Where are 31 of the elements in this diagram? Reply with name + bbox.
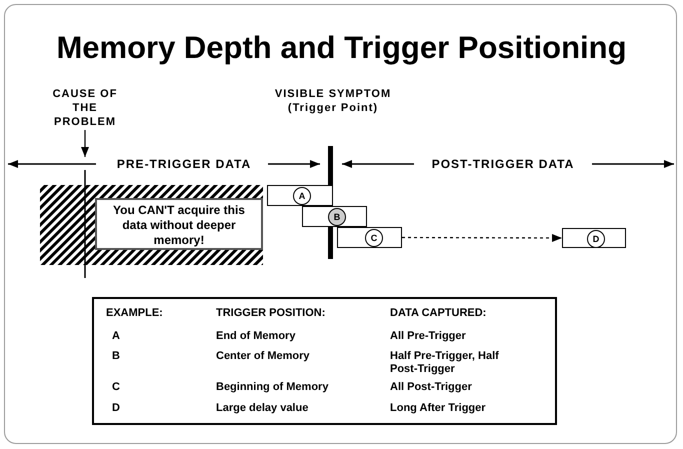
table-cell: D — [112, 402, 120, 415]
table-cell: C — [112, 381, 120, 394]
arrow — [81, 130, 89, 157]
column-header: TRIGGER POSITION: — [216, 307, 326, 320]
memory-window-box — [267, 185, 333, 206]
table-cell: B — [112, 350, 120, 363]
callout-letter: B — [328, 208, 346, 226]
table-cell-text: Half Pre-Trigger, Half Post-Trigger — [390, 350, 500, 376]
memory-window-box — [337, 227, 402, 248]
table-cell-text: All Pre-Trigger — [390, 330, 467, 343]
table-cell-text: All Post-Trigger — [390, 381, 473, 394]
table-cell-text: Long After Trigger — [390, 402, 487, 415]
caption-text: CAUSE OF THE PROBLEM — [40, 87, 130, 129]
column-header: DATA CAPTURED: — [390, 307, 486, 320]
caption-text: VISIBLE SYMPTOM (Trigger Point) — [273, 87, 393, 115]
table-cell: A — [112, 330, 120, 343]
span-label: POST-TRIGGER DATA — [430, 157, 576, 171]
callout-letter: D — [587, 230, 605, 248]
memory-window-box — [562, 228, 626, 248]
callout-letter: A — [293, 187, 311, 205]
table-cell: End of Memory — [216, 330, 296, 343]
table-cell: Beginning of Memory — [216, 381, 328, 394]
table-cell: Center of Memory — [216, 350, 310, 363]
arrow — [402, 234, 562, 242]
column-header: EXAMPLE: — [106, 307, 163, 320]
span-label: PRE-TRIGGER DATA — [116, 157, 252, 171]
callout-letter: C — [365, 229, 383, 247]
title: Memory Depth and Trigger Positioning — [55, 30, 628, 66]
warning-box: You CAN'T acquire this data without deeper memory! — [95, 198, 263, 250]
table-cell: Large delay value — [216, 402, 308, 415]
memory-window-box — [302, 206, 367, 227]
